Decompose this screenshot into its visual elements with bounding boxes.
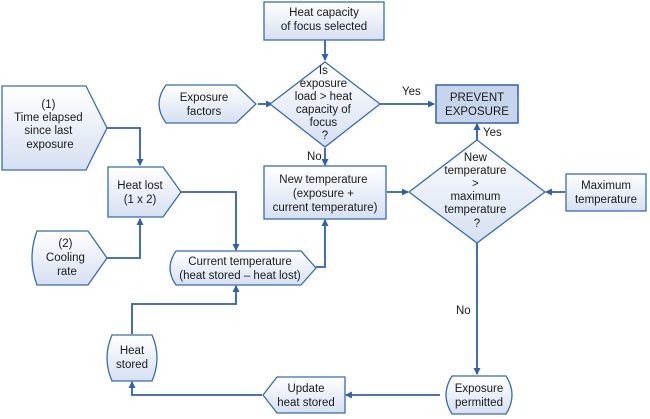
node-line: Cooling	[46, 252, 85, 264]
node-line: Maximum	[581, 180, 631, 192]
node-line: since last	[24, 125, 73, 137]
node-line: ?	[322, 130, 328, 142]
node-line: load > heat	[295, 91, 353, 103]
node-line: (heat stored – heat lost)	[179, 270, 301, 282]
current-temperature-node: Current temperature (heat stored – heat l…	[169, 250, 317, 286]
node-line: focus	[310, 117, 338, 129]
node-line: factors	[187, 106, 222, 118]
heat-lost-node: Heat lost (1 x 2)	[107, 166, 182, 218]
prevent-exposure-node: PREVENT EXPOSURE	[435, 84, 519, 124]
node-line: Exposure	[180, 92, 229, 104]
node-line: heat stored	[277, 397, 335, 409]
node-line: Update	[287, 383, 324, 395]
new-temperature-node: New temperature (exposure + current temp…	[263, 165, 387, 220]
edge-heat-stored-to-current-temp	[131, 284, 240, 334]
node-line: rate	[57, 266, 77, 278]
svg-text:New temperature (exposur: New temperature (exposure + current temp…	[273, 174, 378, 214]
node-line: Heat	[120, 345, 145, 357]
decision-load-node: Is exposure load > heat capacity of focu…	[268, 61, 382, 148]
node-line: Exposure	[455, 383, 504, 395]
node-line: Time elapsed	[14, 112, 83, 124]
maximum-temperature-node: Maximum temperature	[565, 173, 647, 212]
node-line: maximum	[450, 191, 500, 203]
edge-label-no-top: No	[307, 151, 322, 163]
svg-text:Current temperature(heat store: Current temperature (heat stored – heat l…	[179, 256, 301, 282]
node-line: Heat capacity	[289, 7, 359, 19]
svg-text:New temperature >: New temperature > maximum temperature ?	[444, 152, 509, 230]
edge-label-yes-top: Yes	[402, 86, 421, 98]
edge-heat-lost-to-current-temp	[180, 191, 240, 252]
svg-text:Is exposure load >: Is exposure load > heat capacity of focu…	[295, 65, 355, 142]
svg-text:(1) Time elapsed s: (1) Time elapsed since last exposure	[14, 99, 86, 151]
node-line: (exposure +	[293, 188, 354, 200]
node-line: PREVENT	[450, 92, 504, 104]
exposure-permitted-node: Exposure permitted	[445, 375, 513, 415]
edge-time-elapsed-to-heat-lost	[107, 127, 144, 167]
node-line: (1 x 2)	[124, 194, 157, 206]
node-line: temperature	[444, 165, 506, 177]
node-line: of focus selected	[281, 21, 367, 33]
time-elapsed-node: (1) Time elapsed since last exposure	[1, 85, 108, 171]
edge-current-temp-to-new-temp	[316, 218, 329, 268]
node-line: Is	[319, 65, 328, 77]
node-line: exposure	[26, 139, 73, 151]
node-line: temperature	[575, 194, 637, 206]
node-line: >	[472, 178, 479, 190]
node-line: New temperature	[279, 174, 367, 186]
node-line: ?	[474, 218, 480, 230]
node-line: Heat lost	[117, 180, 163, 192]
node-line: exposure	[300, 78, 347, 90]
edge-cooling-rate-to-heat-lost	[107, 217, 144, 259]
edge-label-no-right: No	[456, 305, 471, 317]
heat-capacity-node: Heat capacity of focus selected	[263, 1, 385, 41]
edges	[107, 40, 565, 399]
node-line: New	[464, 152, 488, 164]
node-line: temperature	[444, 204, 506, 216]
svg-text:Heat lost(1 x 2): Heat lost (1 x 2)	[117, 180, 163, 206]
node-line: current temperature)	[273, 202, 378, 214]
node-line: capacity of	[296, 104, 352, 116]
update-heat-stored-node: Update heat stored	[262, 376, 346, 414]
edge-label-yes-right: Yes	[483, 127, 502, 139]
node-line: Current temperature	[188, 256, 292, 268]
edge-update-heat-to-heat-stored	[128, 380, 262, 396]
node-line: (2)	[58, 238, 72, 250]
heat-stored-node: Heat stored	[106, 334, 158, 382]
exposure-factors-node: Exposure factors	[158, 84, 257, 124]
node-line: EXPOSURE	[445, 106, 509, 118]
node-line: stored	[116, 359, 148, 371]
node-line: permitted	[455, 397, 503, 409]
decision-temperature-node: New temperature > maximum temperature ?	[407, 139, 547, 244]
node-line: (1)	[41, 99, 55, 111]
cooling-rate-node: (2) Cooling rate	[31, 230, 108, 286]
svg-text:(2) Cooling rate: (2) Cooling rate	[46, 238, 88, 278]
